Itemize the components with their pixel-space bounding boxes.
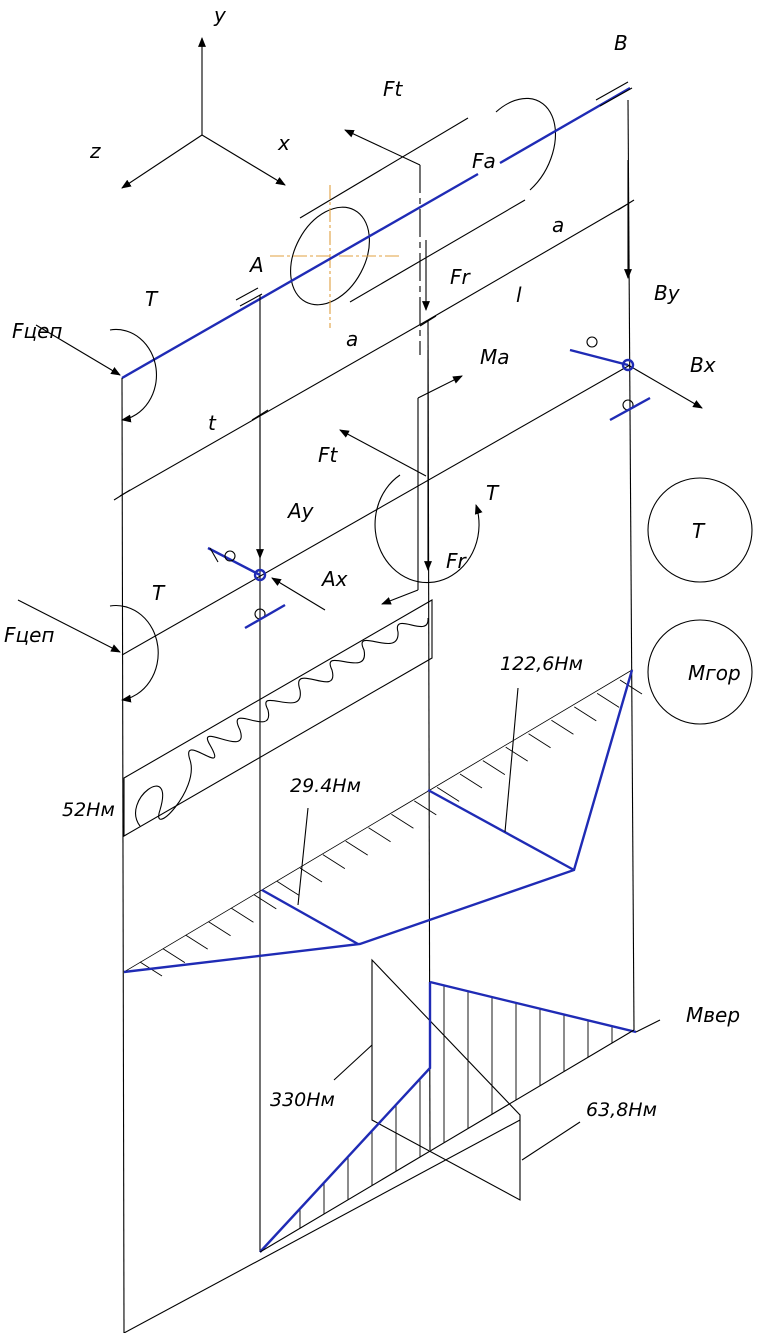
label-Ay: Ay: [286, 499, 315, 523]
hatch-line: [528, 733, 551, 749]
label-T-low: T: [152, 581, 166, 605]
hatch-line: [299, 867, 323, 883]
label-Bx: Bx: [690, 353, 716, 377]
legend-horizontal-label: Мгор: [688, 661, 741, 685]
axis-y-label: y: [213, 3, 227, 27]
hatch-line: [185, 934, 208, 950]
label-Fcep-low: Fцеп: [4, 623, 55, 647]
gear-forces: [344, 129, 430, 355]
horizontal-moment-diagram: [123, 669, 643, 977]
legend-torque: T: [647, 477, 753, 583]
hatch-line: [345, 840, 368, 856]
hatch-line: [551, 719, 574, 735]
dimension-lines: [113, 199, 635, 501]
hatch-line: [619, 679, 643, 695]
hatch-line: [162, 948, 186, 963]
label-By: By: [654, 281, 681, 305]
moment-torque-value: 52Нм: [62, 799, 115, 821]
axis-x-label: x: [277, 131, 290, 155]
hatch-line: [574, 706, 597, 722]
support-B: [569, 336, 651, 422]
label-Ax: Ax: [320, 567, 348, 591]
label-Ma: Ma: [480, 345, 510, 369]
hatch-line: [505, 746, 528, 762]
vertical-moment-diagram: [123, 958, 661, 1333]
gear-cylinder: [270, 97, 557, 328]
hatch-line: [596, 693, 620, 708]
hatch-line: [208, 921, 231, 937]
support-A: [207, 546, 286, 630]
label-Fa: Fa: [472, 149, 496, 173]
label-Fcep-top: Fцеп: [12, 319, 63, 343]
hatch-line: [322, 854, 346, 869]
moment-horiz-small-value: 29.4Нм: [290, 775, 361, 797]
hatch-line: [414, 800, 437, 816]
projection-lines: [121, 99, 635, 1333]
axis-z-label: z: [89, 139, 101, 163]
hatch-line: [482, 760, 506, 775]
moment-vert-small-value: 63,8Нм: [586, 1099, 657, 1121]
hatch-line: [231, 907, 254, 923]
moment-vert-large-value: 330Нм: [270, 1089, 335, 1111]
label-t: t: [208, 411, 217, 435]
hatch-line: [391, 813, 414, 829]
legend-horizontal: Мгор: [647, 619, 753, 725]
coordinate-axes: y x z: [89, 3, 290, 189]
hatch-line: [436, 787, 460, 802]
label-B: B: [614, 31, 628, 55]
legend-vertical-label: Мвер: [686, 1003, 740, 1027]
hatch-line: [276, 881, 300, 896]
label-a-top: a: [552, 213, 564, 237]
label-Ft-mid: Ft: [318, 443, 339, 467]
hatch-line: [368, 827, 391, 843]
label-Fr-top: Fr: [450, 265, 472, 289]
label-l: l: [516, 283, 522, 307]
label-a-mid: a: [346, 327, 358, 351]
torque-diagram: [123, 599, 433, 837]
moment-horiz-large-value: 122,6Нм: [500, 653, 583, 675]
hatch-line: [254, 894, 277, 910]
label-A: A: [248, 253, 264, 277]
label-T-top: T: [145, 287, 159, 311]
label-Fr-mid: Fr: [446, 549, 468, 573]
shaft-force-view: [17, 160, 703, 703]
label-Ft-top: Ft: [383, 77, 404, 101]
hatch-line: [459, 773, 483, 789]
legend-torque-label: T: [692, 519, 706, 543]
label-T-mid: T: [486, 481, 500, 505]
shaft-axis: [121, 81, 633, 380]
